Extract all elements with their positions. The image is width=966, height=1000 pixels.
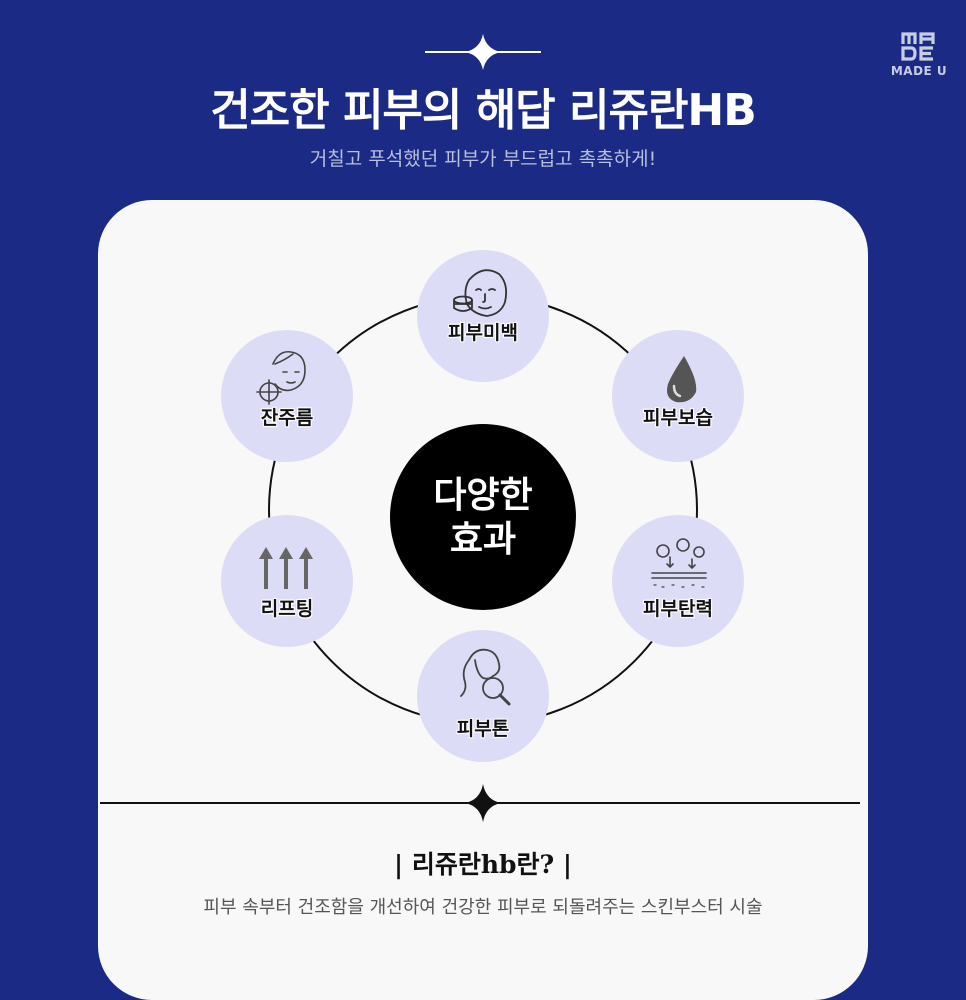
center-label-line2: 효과 [449,518,517,560]
center-effects-circle: 다양한 효과 [390,424,576,610]
effect-node-whitening: 피부미백 [417,250,549,382]
logo-mark-icon [901,32,935,61]
section-divider [100,784,860,822]
effect-label: 피부탄력 [643,598,713,620]
effect-label: 피부보습 [643,407,713,429]
skin-layer-icon [651,538,707,588]
page-subtitle: 거칠고 푸석했던 피부가 부드럽고 촉촉하게! [309,148,657,170]
effect-label: 리프팅 [260,598,314,620]
effect-label: 피부톤 [456,718,510,740]
effect-node-tone: 피부톤 [417,630,549,762]
page-title: 건조한 피부의 해답 리쥬란HB [210,85,757,136]
up-arrows-icon [259,547,313,589]
face-target-icon [256,350,306,405]
divider-star-icon [465,784,501,822]
info-description: 피부 속부터 건조함을 개선하여 건강한 피부로 되돌려주는 스킨부스터 시술 [203,897,763,918]
top-star-ornament [425,34,541,70]
logo-text: MADE U [890,64,948,78]
face-magnifier-icon [460,648,511,706]
effect-label: 피부미백 [448,322,518,344]
info-question: | 리쥬란hb란? | [394,850,572,879]
effect-node-elasticity: 피부탄력 [612,515,744,647]
effect-label: 잔주름 [260,407,314,429]
center-label-line1: 다양한 [433,474,533,516]
water-drop-icon [667,356,697,403]
effect-node-lifting: 리프팅 [221,515,353,647]
made-u-logo: MADE U [887,30,951,78]
effect-node-moisture: 피부보습 [612,330,744,462]
face-cream-icon [453,269,508,317]
effect-node-wrinkles: 잔주름 [221,330,353,462]
